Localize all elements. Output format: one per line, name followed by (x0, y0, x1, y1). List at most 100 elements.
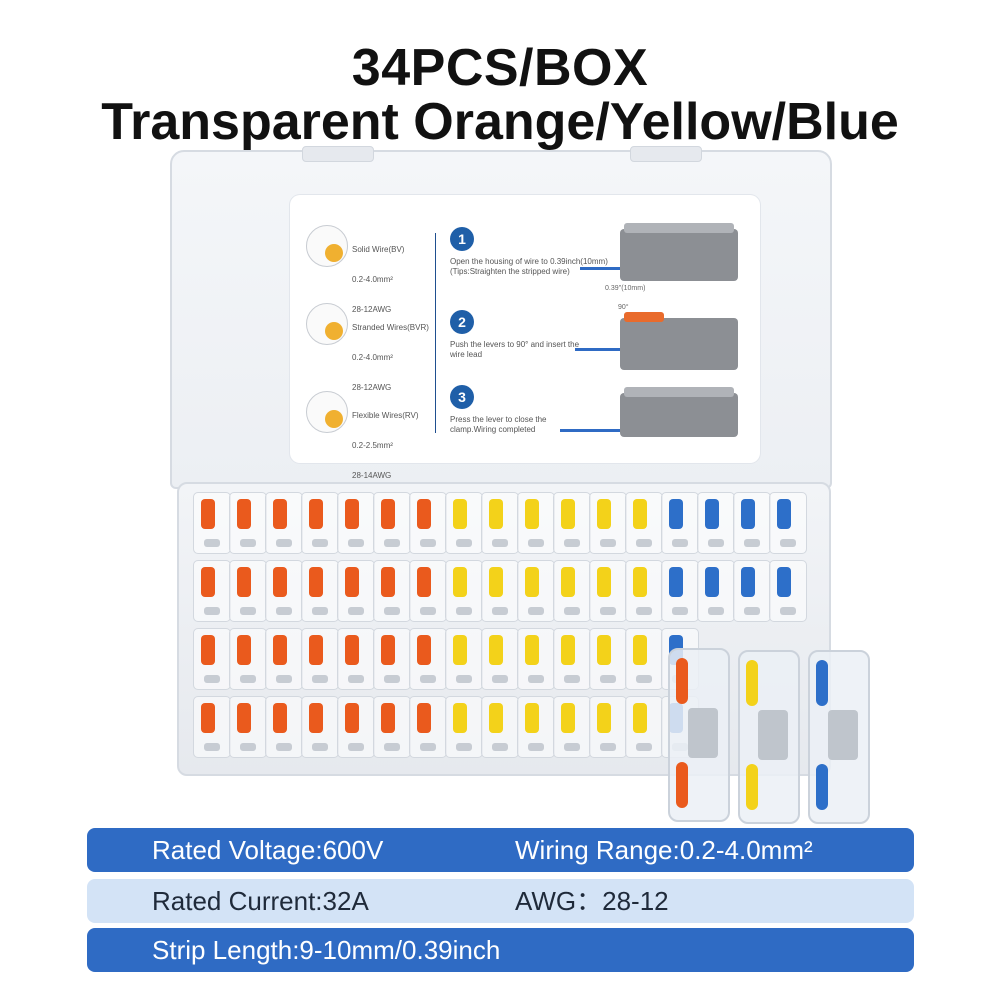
wire-hole (240, 607, 256, 615)
wire-hole (348, 675, 364, 683)
lever-orange (201, 567, 215, 597)
lever-orange (201, 703, 215, 733)
wire-hole (564, 539, 580, 547)
measure-label: 0.39''(10mm) (605, 285, 646, 292)
wire-hole (384, 743, 400, 751)
wire-hole (600, 743, 616, 751)
tray-connector-orange (301, 492, 339, 554)
lever-orange (309, 499, 323, 529)
tray-connector-yellow (445, 696, 483, 758)
lever-orange (309, 567, 323, 597)
lever-orange (309, 703, 323, 733)
tray-connector-orange (373, 628, 411, 690)
tray-connector-orange (409, 696, 447, 758)
wire-hole (672, 607, 688, 615)
tray-connector-yellow (553, 628, 591, 690)
tray-connector-blue (733, 560, 771, 622)
lever-yellow (453, 635, 467, 665)
solid-wire-icon (306, 225, 348, 267)
wire-hole (780, 607, 796, 615)
wire-hole (384, 539, 400, 547)
tray-connector-blue (733, 492, 771, 554)
lever-yellow (561, 635, 575, 665)
tray-connector-orange (301, 696, 339, 758)
lever-yellow (489, 703, 503, 733)
tray-connector-yellow (517, 628, 555, 690)
lever-orange (417, 635, 431, 665)
tray-connector-yellow (445, 628, 483, 690)
tray-connector-orange (337, 492, 375, 554)
tray-connector-orange (301, 628, 339, 690)
wire-hole (384, 607, 400, 615)
lever-blue (816, 660, 828, 706)
wire-hole (636, 539, 652, 547)
wire-hole (744, 539, 760, 547)
lever-yellow (561, 703, 575, 733)
lever-yellow (525, 499, 539, 529)
tray-connector-yellow (481, 628, 519, 690)
wire-hole (456, 743, 472, 751)
wire-hole (708, 539, 724, 547)
lever-orange (237, 703, 251, 733)
wire-awg: 28-12AWG (352, 305, 392, 314)
step-number-badge: 3 (450, 385, 474, 409)
wire-hole (420, 743, 436, 751)
lever-orange (237, 567, 251, 597)
lever-orange (417, 567, 431, 597)
lever-orange (273, 499, 287, 529)
tray-connector-orange (373, 560, 411, 622)
lever-orange (273, 635, 287, 665)
wire-hole (384, 675, 400, 683)
tray-connector-orange (229, 560, 267, 622)
tray-connector-orange (193, 628, 231, 690)
spec-row-1: Rated Voltage:600V Wiring Range:0.2-4.0m… (87, 828, 914, 872)
wire-hole (420, 675, 436, 683)
connector-illustration (620, 223, 738, 281)
wire-range: 0.2-4.0mm² (352, 275, 393, 284)
lever-yellow (597, 703, 611, 733)
wire-hole (636, 607, 652, 615)
lever-yellow (453, 499, 467, 529)
lever-blue (705, 567, 719, 597)
lever-yellow (489, 567, 503, 597)
connector-tray (177, 482, 831, 776)
tray-connector-yellow (625, 492, 663, 554)
tray-connector-blue (661, 560, 699, 622)
wire-hole (492, 607, 508, 615)
tray-connector-yellow (481, 492, 519, 554)
wire-hole (564, 607, 580, 615)
lever-yellow (746, 764, 758, 810)
wire-hole (636, 675, 652, 683)
lever-orange (381, 635, 395, 665)
tray-connector-orange (229, 628, 267, 690)
wire-hole (780, 539, 796, 547)
wire-hole (276, 743, 292, 751)
wire-hole (312, 539, 328, 547)
wire-name: Flexible Wires(RV) (352, 411, 419, 420)
lever-blue (705, 499, 719, 529)
rated-current: Rated Current:32A (152, 886, 369, 916)
lever-orange (345, 567, 359, 597)
step-text: Open the housing of wire to 0.39inch(10m… (450, 257, 608, 276)
lever-orange (417, 703, 431, 733)
tray-connector-yellow (625, 628, 663, 690)
lever-orange (201, 499, 215, 529)
lever-orange (345, 635, 359, 665)
wire-hole (204, 539, 220, 547)
step-text: Press the lever to close the clamp.Wirin… (450, 415, 547, 434)
lever-orange (273, 703, 287, 733)
wire-line (575, 348, 635, 351)
lever-yellow (561, 567, 575, 597)
lever-orange (381, 703, 395, 733)
lever-yellow (489, 635, 503, 665)
tray-connector-orange (265, 560, 303, 622)
tray-connector-blue (769, 492, 807, 554)
wire-hole (528, 675, 544, 683)
step-number-badge: 2 (450, 310, 474, 334)
wire-hole (276, 539, 292, 547)
lever-orange (237, 635, 251, 665)
wire-hole (420, 539, 436, 547)
wire-type-solid: Solid Wire(BV) 0.2-4.0mm² 28-12AWG (306, 225, 436, 314)
instruction-step-3: 3 Press the lever to close the clamp.Wir… (450, 385, 750, 455)
tray-connector-blue (697, 492, 735, 554)
